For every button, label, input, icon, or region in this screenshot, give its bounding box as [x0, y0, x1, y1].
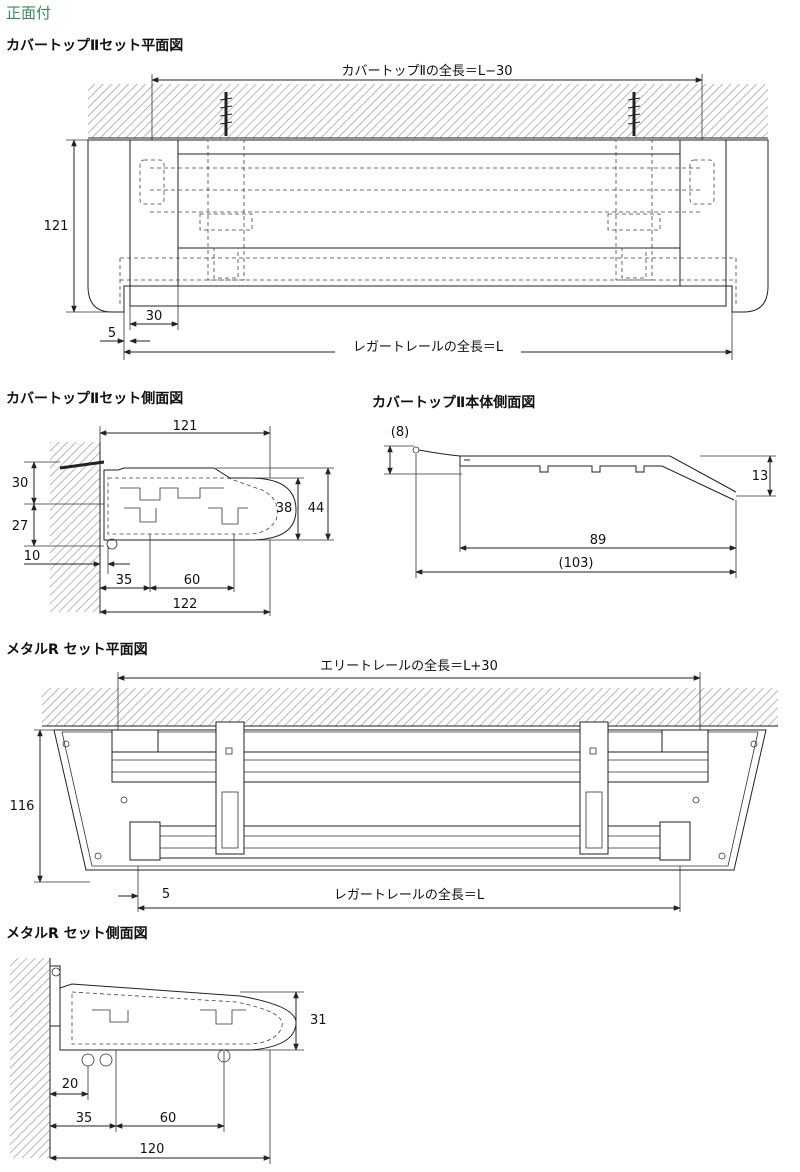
v5-35-label: 35 — [76, 1111, 93, 1126]
v1-height-label: 121 — [44, 219, 69, 234]
v5-20-label: 20 — [62, 1077, 79, 1092]
v4-bottom-dim-label: レガートレールの全長＝L — [334, 887, 485, 903]
ceiling-hatch — [88, 84, 768, 138]
metal-bracket-right — [579, 721, 609, 855]
wall-hatch — [50, 442, 100, 612]
ceiling-hatch-2 — [42, 688, 778, 726]
screw-right — [627, 92, 641, 136]
screw-left — [219, 92, 233, 136]
wall-hatch-2 — [10, 958, 50, 1158]
v4-height-label: 116 — [10, 799, 35, 814]
v3-89-label: 89 — [590, 533, 607, 548]
v1-top-dim-label: カバートップⅡの全長＝L−30 — [341, 63, 512, 79]
v2-121-label: 121 — [173, 419, 198, 434]
bracket-left — [207, 139, 245, 281]
section-label: 正面付 — [6, 4, 51, 22]
view-cover-top-side: カバートップⅡセット側面図 121 30 27 10 — [6, 390, 334, 616]
v3-13-label: 13 — [752, 469, 769, 484]
v3-103-label: (103) — [559, 556, 594, 571]
v5-60-label: 60 — [160, 1111, 177, 1126]
view4-title: メタルR セット平面図 — [6, 642, 148, 658]
v1-edge-label: 5 — [108, 326, 116, 341]
view-metal-r-plan: メタルR セット平面図 エリートレールの全長＝L+30 — [6, 642, 778, 912]
v5-120-label: 120 — [140, 1142, 165, 1157]
v4-top-dim-label: エリートレールの全長＝L+30 — [320, 658, 498, 674]
v2-30-label: 30 — [12, 476, 29, 491]
view1-title: カバートップⅡセット平面図 — [6, 38, 183, 54]
v2-35-label: 35 — [116, 573, 133, 588]
v2-38-label: 38 — [276, 501, 293, 516]
view-cover-top-body: カバートップⅡ本体側面図 (8) 13 89 (103) — [372, 394, 776, 578]
cover-body — [129, 139, 727, 287]
v4-edge-label: 5 — [162, 887, 170, 902]
v1-offset-label: 30 — [146, 309, 163, 324]
metal-r-profile — [59, 983, 297, 1051]
v2-44-label: 44 — [308, 501, 325, 516]
metal-bracket-left — [215, 721, 245, 855]
view2-title: カバートップⅡセット側面図 — [6, 390, 183, 407]
v2-27-label: 27 — [12, 519, 29, 534]
view3-title: カバートップⅡ本体側面図 — [372, 394, 535, 411]
view5-title: メタルR セット側面図 — [6, 925, 148, 942]
view-cover-top-plan: カバートップⅡセット平面図 カバートップⅡの全長＝L−30 — [6, 38, 769, 360]
v2-10-label: 10 — [24, 549, 41, 564]
legato-rail-bar — [129, 285, 727, 307]
v1-bottom-dim-label: レガートレールの全長＝L — [353, 339, 504, 355]
view-metal-r-side: メタルR セット側面図 31 20 35 60 120 — [6, 925, 327, 1164]
v5-31-label: 31 — [310, 1013, 327, 1028]
v3-8-label: (8) — [391, 425, 409, 440]
elite-rail — [111, 751, 709, 783]
v2-60-label: 60 — [184, 573, 201, 588]
v2-122-label: 122 — [173, 597, 198, 612]
bracket-right — [615, 139, 653, 281]
